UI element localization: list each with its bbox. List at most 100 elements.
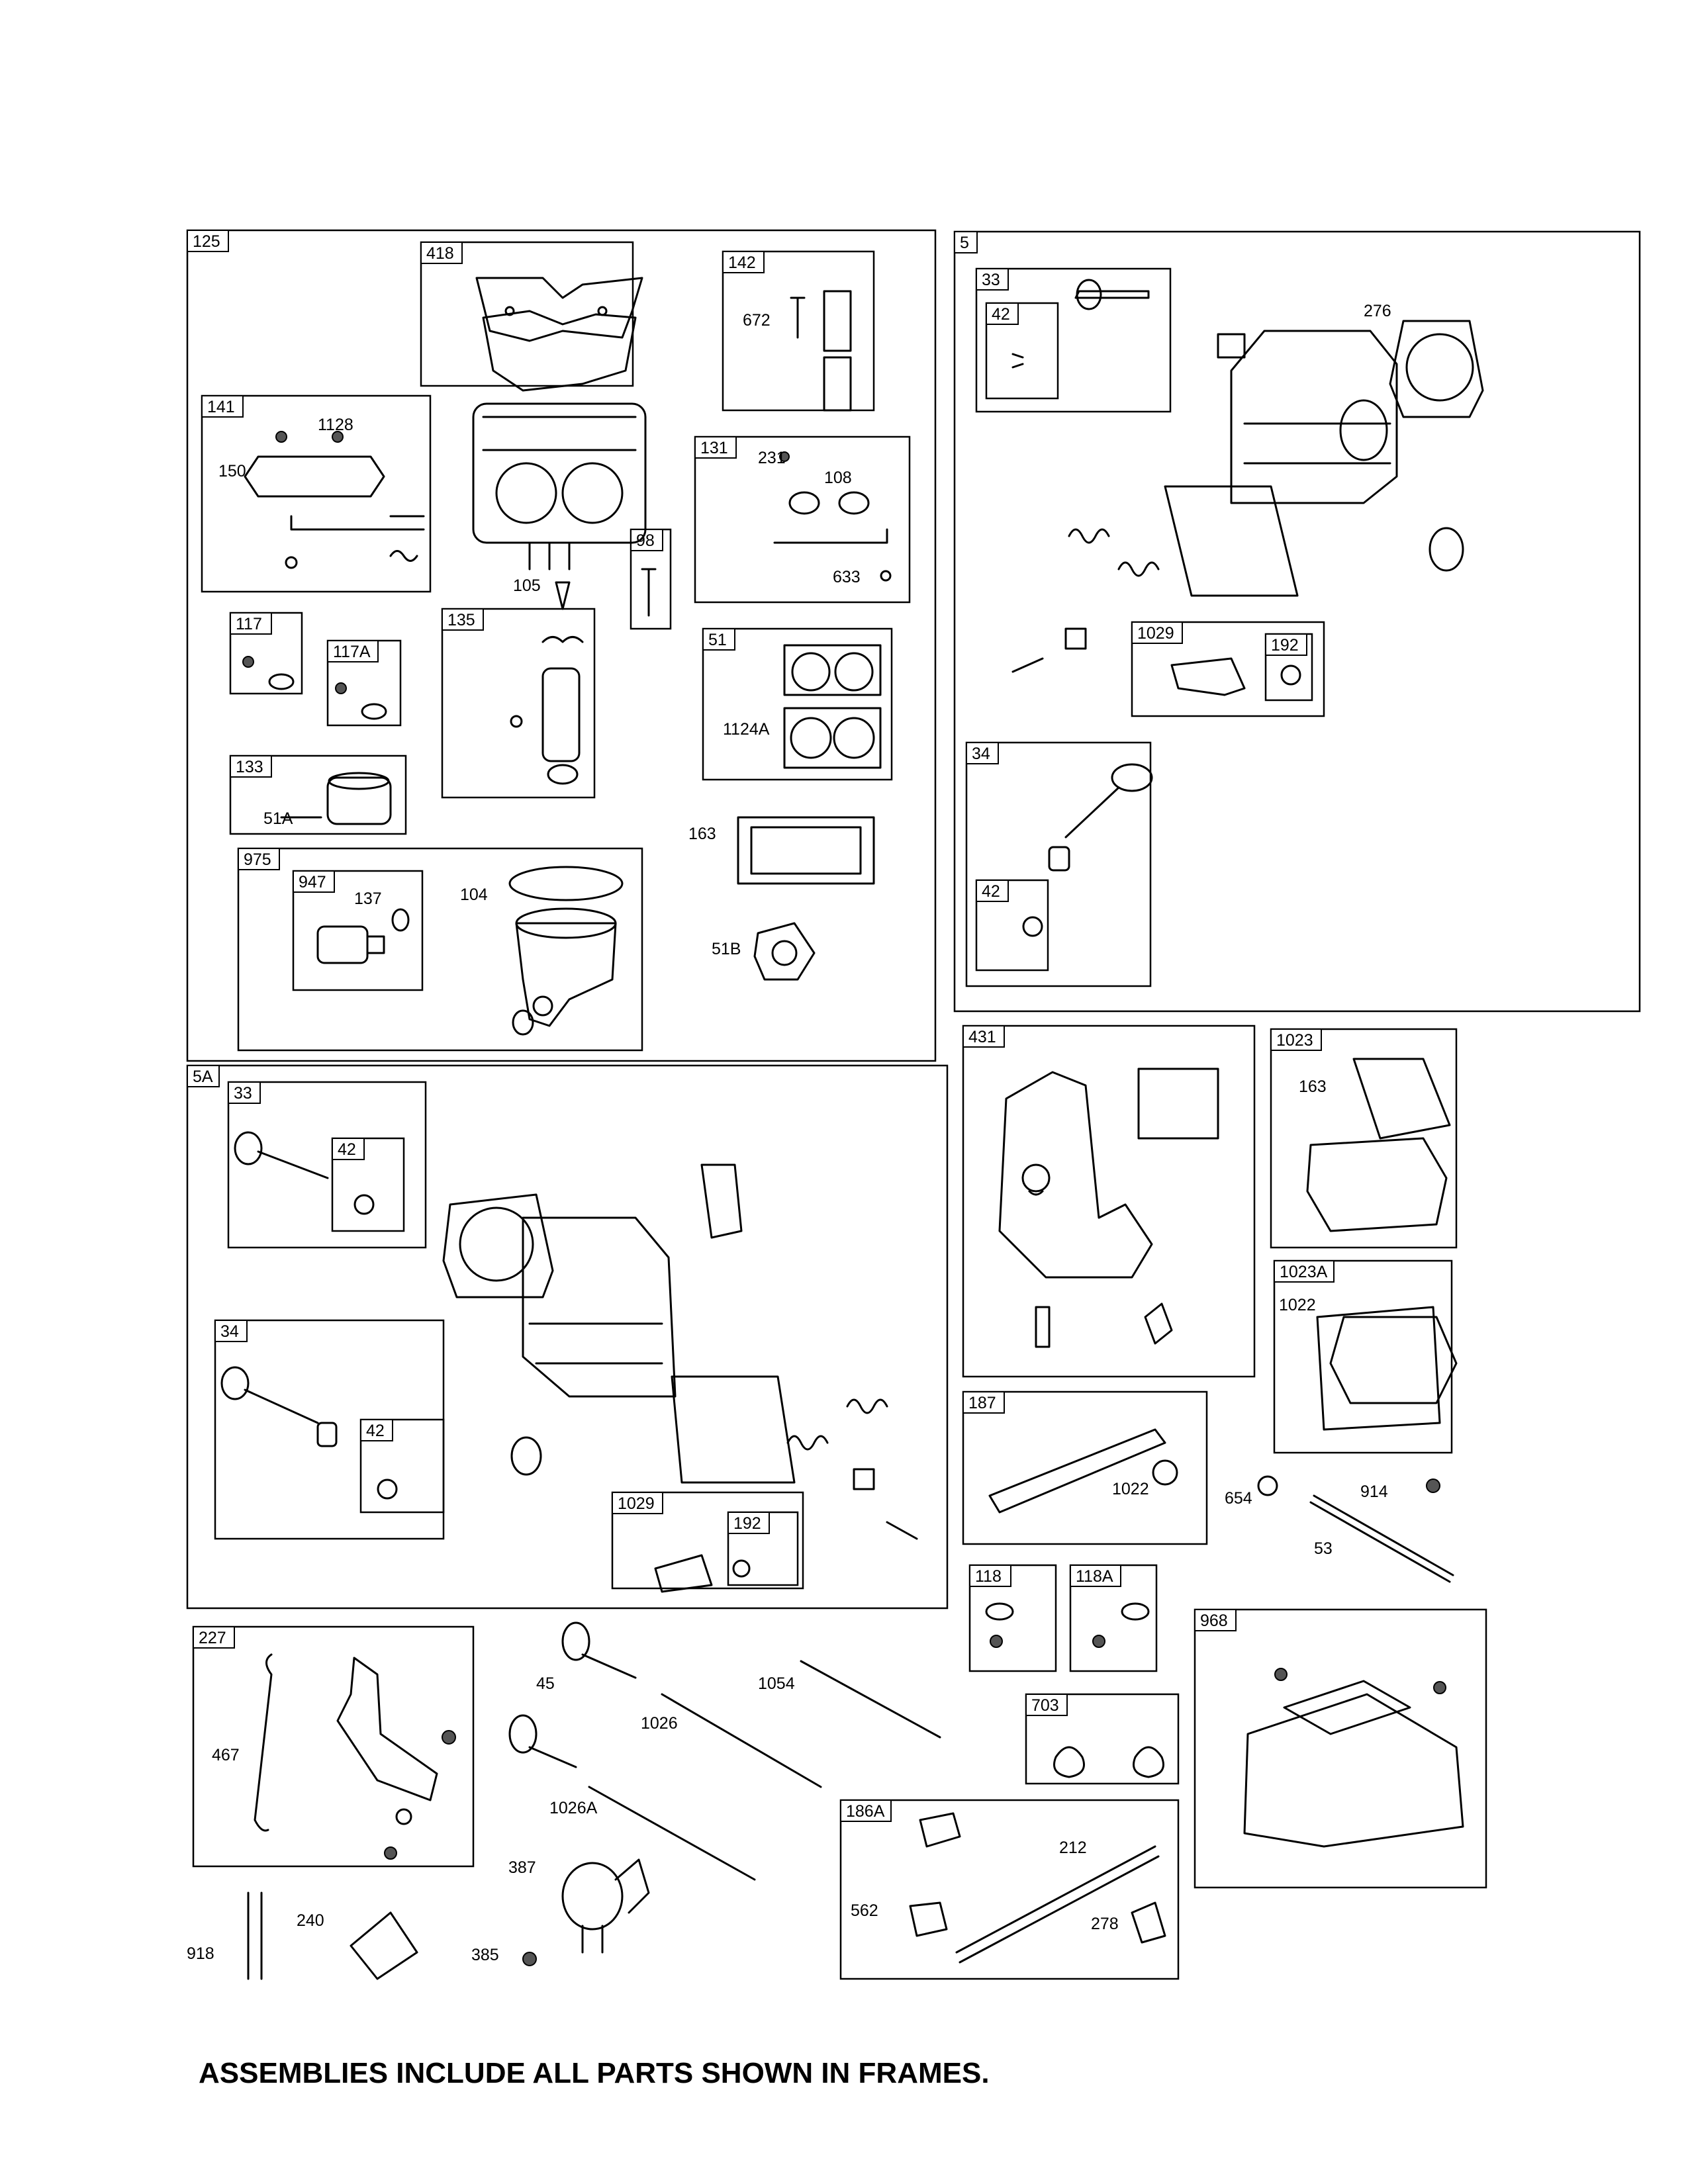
frame-border — [965, 741, 1152, 987]
frame-tag-box — [962, 1391, 1005, 1414]
frame-border — [1131, 621, 1325, 717]
frame-125: 125 — [186, 229, 937, 1062]
frame-tag: 135 — [447, 611, 475, 629]
gasket-672-icon — [475, 277, 643, 392]
dipstick-tube-icon — [988, 1428, 1178, 1514]
seal-117-icon — [242, 656, 387, 720]
frame-tag: 947 — [299, 873, 326, 891]
part-number-label: 51B — [712, 940, 741, 958]
frame-border — [953, 230, 1641, 1013]
frame-118: 118 — [968, 1564, 1057, 1672]
frame-tag-box — [840, 1799, 892, 1822]
breather-tube-icon — [1257, 1475, 1454, 1583]
frame-border — [968, 1564, 1057, 1672]
engine-shroud-icon — [1243, 1668, 1464, 1848]
frame-186A: 186A — [839, 1799, 1180, 1980]
frame-tag: 703 — [1031, 1696, 1059, 1715]
frame-tag-box — [193, 1626, 235, 1649]
frame-33: 33 — [975, 267, 1172, 413]
frame-34: 34 — [214, 1319, 445, 1540]
frame-192: 192 — [1264, 633, 1313, 702]
part-number-label: 1026A — [549, 1799, 598, 1817]
frame-1029: 1029 — [611, 1491, 804, 1590]
frame-tag-box — [1274, 1260, 1335, 1283]
frame-border — [1270, 1028, 1458, 1249]
frame-tag: 117A — [333, 643, 371, 661]
frame-42: 42 — [975, 879, 1049, 972]
part-number-label: 212 — [1059, 1839, 1087, 1857]
frame-border — [962, 1024, 1256, 1378]
frame-51: 51 — [702, 627, 893, 781]
frame-tag-box — [442, 608, 484, 631]
solenoid-icon — [316, 866, 624, 1036]
frame-42: 42 — [985, 302, 1059, 400]
frame-tag: 5A — [193, 1068, 213, 1086]
frame-tag: 1029 — [618, 1494, 655, 1513]
frame-42: 42 — [359, 1418, 445, 1514]
frame-tag-box — [1194, 1609, 1237, 1631]
frame-tag: 117 — [236, 615, 262, 633]
frame-border — [192, 1625, 475, 1868]
frame-117: 117 — [229, 612, 303, 695]
frame-border — [975, 267, 1172, 413]
frame-tag: 42 — [982, 882, 1000, 901]
frame-42: 42 — [331, 1137, 405, 1232]
part-number-label: 385 — [471, 1946, 499, 1964]
frame-tag: 33 — [234, 1084, 252, 1103]
frame-tag-box — [230, 612, 272, 635]
blower-housing-icon — [998, 1068, 1219, 1348]
frame-border — [962, 1390, 1208, 1545]
frame-border — [611, 1491, 804, 1590]
frame-border — [1194, 1608, 1487, 1889]
part-number-label: 53 — [1314, 1539, 1333, 1558]
fuel-pump-icon — [522, 1858, 650, 1966]
frame-tag: 133 — [236, 758, 263, 776]
frame-tag-box — [214, 1320, 248, 1342]
frame-tag-box — [727, 1512, 770, 1534]
frame-tag: 118A — [1076, 1567, 1113, 1586]
valve-cover-icon — [1306, 1058, 1458, 1431]
frame-border — [214, 1319, 445, 1540]
frame-tag: 42 — [338, 1140, 356, 1159]
frame-947: 947 — [292, 870, 424, 991]
frame-tag-box — [1265, 633, 1307, 656]
throttle-shaft-icon — [773, 451, 892, 582]
frame-tag: 187 — [968, 1394, 996, 1412]
frame-tag-box — [228, 1081, 261, 1104]
part-number-label: 231 — [758, 449, 786, 467]
frame-tag: 141 — [207, 398, 235, 416]
frame-tag-box — [1270, 1028, 1322, 1051]
frame-tag-box — [612, 1492, 663, 1514]
frame-tag-box — [969, 1565, 1011, 1587]
rocker-arm-icon — [1170, 657, 1301, 696]
frame-border — [201, 394, 432, 593]
frame-tag: 5 — [960, 234, 969, 252]
part-number-label: 240 — [297, 1911, 324, 1930]
part-number-label: 1022 — [1279, 1296, 1316, 1314]
throttle-plate-icon — [244, 431, 425, 569]
frame-border — [1025, 1693, 1180, 1785]
frame-tag: 118 — [975, 1567, 1002, 1586]
frame-tag: 1029 — [1137, 624, 1174, 643]
part-number-label: 562 — [851, 1901, 878, 1920]
part-number-label: 387 — [508, 1858, 536, 1877]
part-number-label: 633 — [833, 568, 861, 586]
frame-tag: 1023A — [1280, 1263, 1328, 1281]
frame-tag: 975 — [244, 850, 271, 869]
frame-tag: 125 — [193, 232, 220, 251]
frame-227: 227 — [192, 1625, 475, 1868]
frame-tag: 142 — [728, 253, 756, 272]
frame-tag: 186A — [846, 1802, 885, 1821]
governor-linkage-icon — [254, 1653, 456, 1860]
frame-133: 133 — [229, 754, 407, 835]
seal-118-icon — [985, 1602, 1150, 1648]
float-icon — [510, 636, 584, 785]
frame-187: 187 — [962, 1390, 1208, 1545]
frame-border — [1273, 1259, 1453, 1454]
frame-border — [186, 229, 937, 1062]
frame-tag-box — [187, 230, 229, 252]
frame-border — [331, 1137, 405, 1232]
frame-tag-box — [966, 742, 999, 764]
frame-tag-box — [954, 231, 978, 253]
frame-131: 131 — [694, 435, 911, 604]
